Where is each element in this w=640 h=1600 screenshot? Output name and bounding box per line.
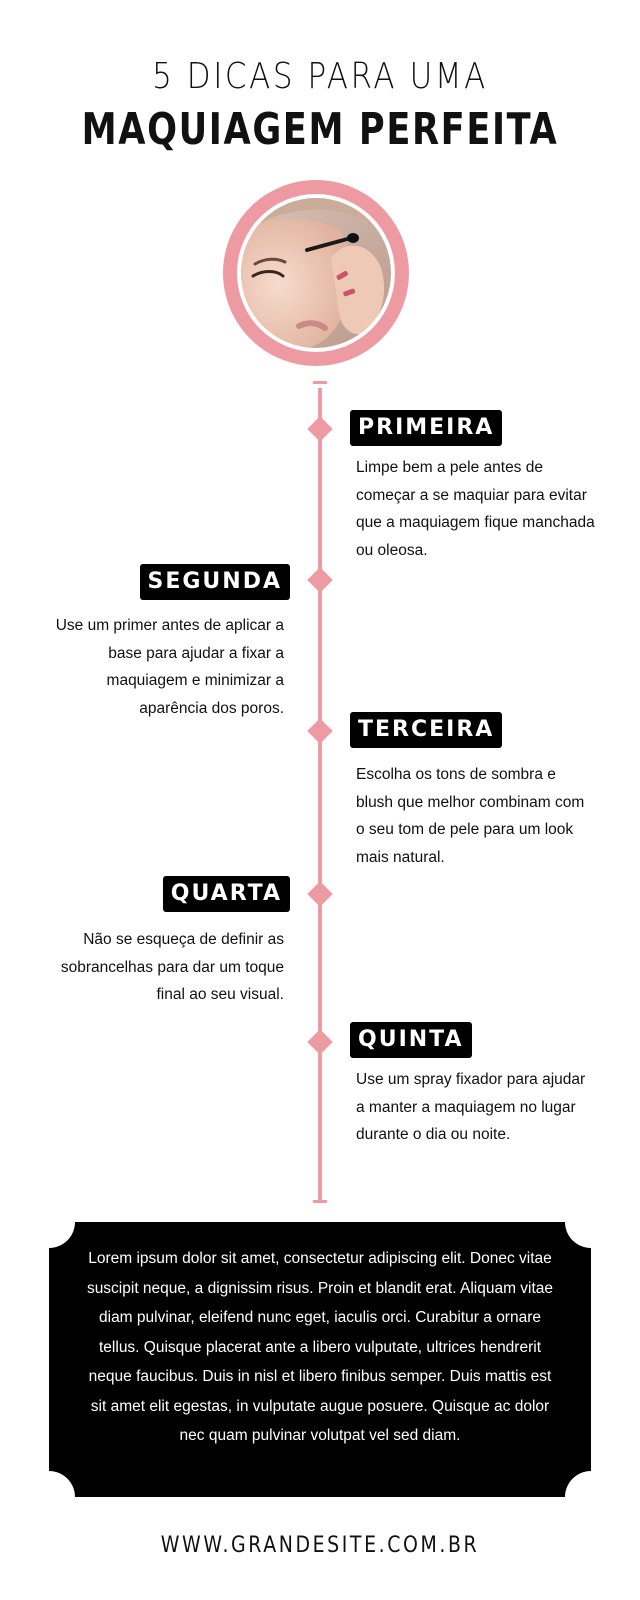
tip-label: QUINTA [350, 1022, 472, 1058]
tip-label: TERCEIRA [350, 712, 503, 748]
tip-text: Use um primer antes de aplicar a base pa… [55, 617, 284, 717]
tip-text: Limpe bem a pele antes de começar a se m… [356, 459, 595, 559]
photo-frame [223, 180, 409, 366]
tip-text: Use um spray fixador para ajudar a mante… [356, 1071, 586, 1143]
website-link[interactable]: WWW.GRANDESITE.COM.BR [160, 1533, 480, 1558]
page-title: MAQUIAGEM PERFEITA [81, 104, 559, 155]
woman-applying-mascara-illustration [241, 198, 391, 348]
timeline-marker [307, 881, 333, 907]
timeline-marker [307, 1029, 333, 1055]
tip-text: Não se esqueça de definir as sobrancelha… [60, 931, 284, 1003]
tip-label: PRIMEIRA [350, 410, 503, 446]
tip-label: SEGUNDA [139, 564, 290, 600]
info-box-text: Lorem ipsum dolor sit amet, consectetur … [86, 1250, 554, 1444]
makeup-photo [241, 198, 391, 348]
title-top: 5 DICAS PARA UMA [152, 56, 488, 97]
timeline-bottom-cap [313, 1200, 327, 1203]
timeline-marker [307, 416, 333, 442]
timeline-top-cap [313, 381, 327, 384]
timeline-marker [307, 718, 333, 744]
info-box: Lorem ipsum dolor sit amet, consectetur … [23, 1196, 617, 1523]
tip-text: Escolha os tons de sombra e blush que me… [356, 766, 585, 866]
timeline-marker [307, 567, 333, 593]
timeline-line [318, 388, 322, 1200]
tip-label: QUARTA [162, 876, 290, 912]
